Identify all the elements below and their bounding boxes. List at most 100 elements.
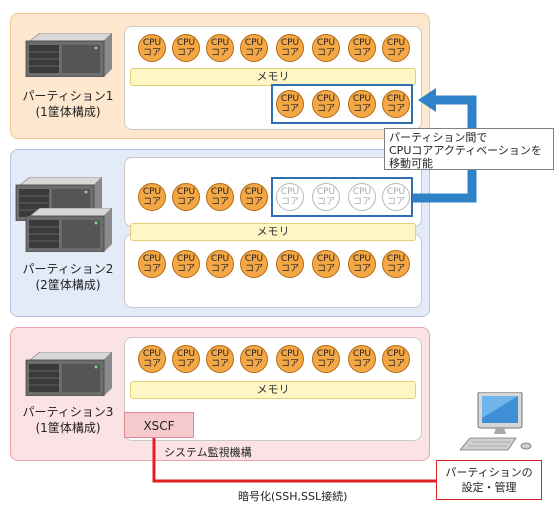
activation-callout: パーティション間で CPUコアアクティベーションを 移動可能 (384, 128, 554, 170)
cpu-core-label-bottom: コア (386, 48, 405, 58)
cpu-core-label-bottom: コア (210, 48, 229, 58)
cpu-core-label-top: CPU (352, 254, 372, 264)
memory-bar-2: メモリ (130, 223, 416, 241)
cpu-core-label-top: CPU (280, 187, 300, 197)
cpu-core-label-bottom: コア (316, 359, 335, 369)
cpu-core-label-top: CPU (210, 38, 230, 48)
cpu-core-label-top: CPU (386, 254, 406, 264)
partition-1-name: パーティション1 (22, 89, 114, 103)
cpu-core-label-top: CPU (142, 254, 162, 264)
cpu-core-label-bottom: コア (176, 359, 195, 369)
cpu-core-label-top: CPU (352, 38, 372, 48)
cpu-core-label-bottom: コア (352, 359, 371, 369)
cpu-core-label-bottom: コア (280, 197, 299, 207)
cpu-core-label-bottom: コア (176, 48, 195, 58)
cpu-core-label-bottom: コア (316, 264, 335, 274)
cpu-core-label-top: CPU (386, 94, 406, 104)
cpu-core-label-top: CPU (352, 187, 372, 197)
cpu-core-label-bottom: コア (316, 48, 335, 58)
cpu-core-label-top: CPU (176, 349, 196, 359)
server-icon (15, 177, 102, 221)
callout-line-2: CPUコアアクティベーションを (389, 144, 542, 157)
cpu-core-label-bottom: コア (280, 359, 299, 369)
partition-3-label: パーティション3 (1筐体構成) (14, 404, 122, 436)
cpu-core-label-top: CPU (176, 187, 196, 197)
cpu-core-label-top: CPU (316, 38, 336, 48)
cpu-core-label-bottom: コア (244, 359, 263, 369)
cpu-core-label-top: CPU (244, 254, 264, 264)
cpu-core-label-top: CPU (386, 187, 406, 197)
cpu-core-label-bottom: コア (142, 48, 161, 58)
partition-2-label: パーティション2 (2筐体構成) (14, 261, 122, 293)
movable-cores-highlight-2 (271, 177, 413, 217)
cpu-core-label-bottom: コア (176, 197, 195, 207)
cpu-core-label-bottom: コア (386, 359, 405, 369)
cpu-core-label-bottom: コア (316, 104, 335, 114)
management-terminal-line-2: 設定・管理 (461, 481, 517, 494)
cpu-core-label-bottom: コア (386, 264, 405, 274)
callout-line-3: 移動可能 (389, 157, 433, 170)
cpu-core-label-top: CPU (386, 38, 406, 48)
cpu-core-label-top: CPU (386, 349, 406, 359)
cpu-core-label-top: CPU (352, 94, 372, 104)
cpu-core-label-top: CPU (244, 38, 264, 48)
partition-3-name: パーティション3 (22, 405, 114, 419)
cpu-core-label-bottom: コア (352, 48, 371, 58)
movable-cores-highlight-1 (271, 84, 413, 124)
cpu-core-label-top: CPU (316, 349, 336, 359)
cpu-core-label-bottom: コア (280, 264, 299, 274)
server-icon (25, 208, 112, 252)
partition-1-label: パーティション1 (1筐体構成) (14, 88, 122, 120)
management-terminal-box: パーティションの 設定・管理 (436, 460, 542, 500)
cpu-core-label-bottom: コア (210, 264, 229, 274)
cpu-core-label-top: CPU (316, 254, 336, 264)
cpu-core-label-top: CPU (280, 38, 300, 48)
cpu-core-label-top: CPU (142, 38, 162, 48)
server-icon (25, 352, 112, 396)
partition-2-chassis: (2筐体構成) (35, 278, 101, 292)
cpu-core-label-top: CPU (210, 254, 230, 264)
partition-2-name: パーティション2 (22, 262, 114, 276)
cpu-core-label-top: CPU (316, 94, 336, 104)
callout-line-1: パーティション間で (389, 131, 488, 144)
cpu-core-label-top: CPU (176, 38, 196, 48)
cpu-core-label-bottom: コア (244, 48, 263, 58)
memory-bar-3: メモリ (130, 381, 416, 399)
partition-3-chassis: (1筐体構成) (35, 421, 101, 435)
cpu-core-label-bottom: コア (352, 104, 371, 114)
cpu-core-label-top: CPU (280, 254, 300, 264)
cpu-core-label-bottom: コア (176, 264, 195, 274)
cpu-core-label-top: CPU (210, 187, 230, 197)
cpu-core-label-top: CPU (176, 254, 196, 264)
cpu-core-label-bottom: コア (244, 197, 263, 207)
xscf-box: XSCF (124, 412, 194, 438)
